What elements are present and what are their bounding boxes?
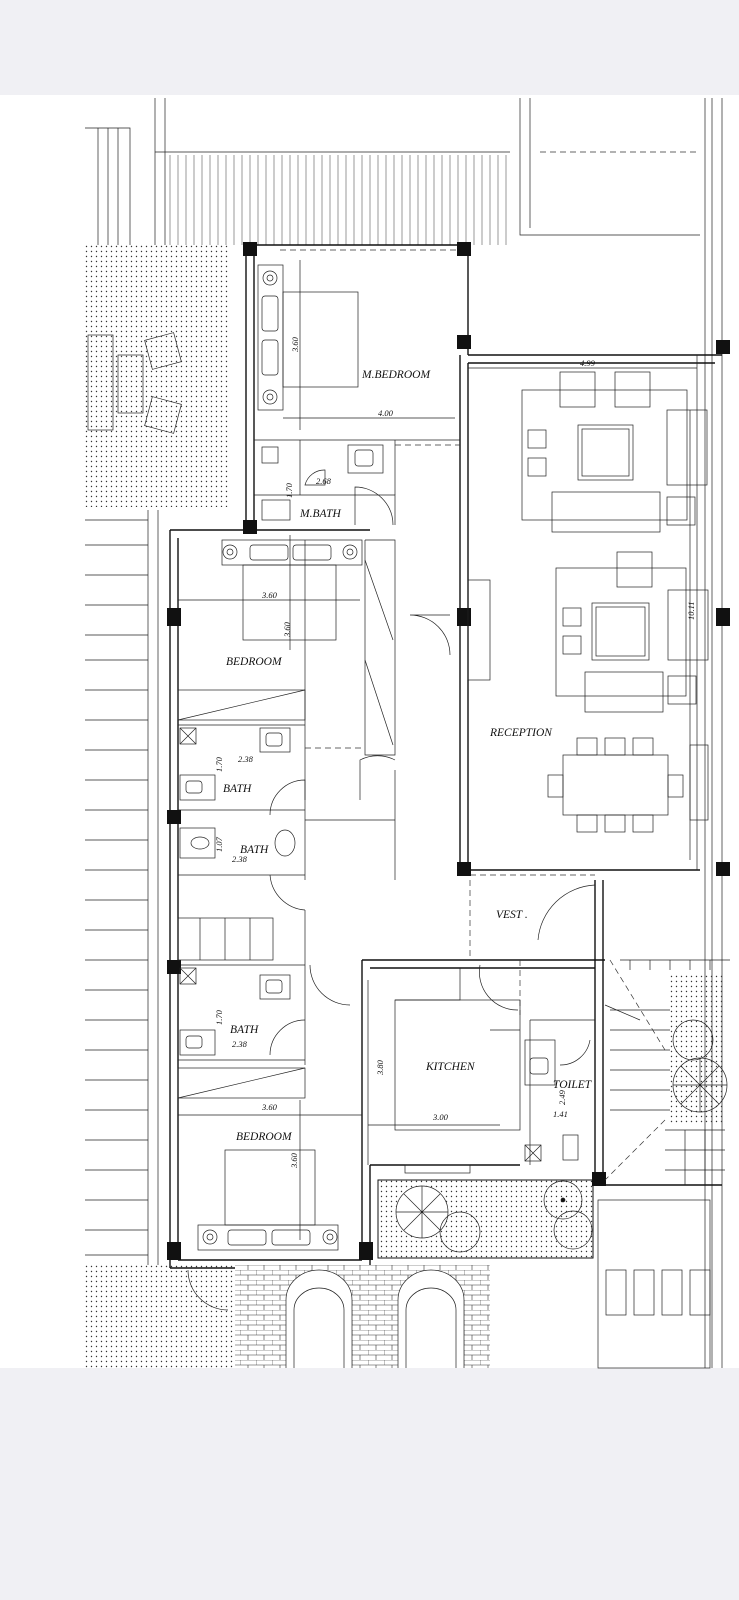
dim-m-bath-d: 1.70 [284,482,294,498]
room-label-bedroom-2: BEDROOM [236,1131,293,1143]
trees [395,1180,593,1253]
stair-planter [670,975,725,1125]
dim-bedroom1-width: 3.60 [261,590,278,600]
dim-bath1-d: 1.70 [214,756,224,772]
m-bedroom-furniture [257,260,455,521]
dim-kitchen-width: 3.00 [432,1112,449,1122]
dim-m-bath-w: 2.68 [316,476,332,486]
dim-bath3-w: 2.38 [232,1039,248,1049]
dim-m-bedroom-width: 4.00 [378,408,394,418]
room-label-m-bedroom: M.BEDROOM [361,369,431,381]
interior-walls [178,439,595,1165]
room-label-m-bath: M.BATH [299,508,341,520]
dim-reception-width: 4.99 [580,358,596,368]
outdoor-seating [87,332,182,434]
reception-furniture [467,355,709,870]
dim-bedroom2-depth: 3.60 [289,1152,299,1169]
room-label-reception: RECEPTION [489,727,553,739]
staircase [604,959,730,1185]
parked-cars [285,1269,465,1368]
kitchen-furniture [367,968,521,1174]
dim-toilet-w: 1.41 [553,1109,568,1119]
bedroom-1-furniture [177,535,394,746]
dim-kitchen-depth: 3.80 [375,1059,385,1076]
dim-bedroom1-depth: 3.60 [282,621,292,638]
terrace-top [85,245,228,507]
room-label-bath-3: BATH [230,1024,259,1036]
room-label-bath-2: BATH [240,844,269,856]
dim-bath2-w: 2.38 [232,854,248,864]
room-label-toilet: TOILET [553,1079,593,1091]
columns [167,242,730,1260]
terrace-bottom [85,1265,235,1368]
dim-toilet-d: 2.49 [557,1089,567,1105]
bath-fixtures [177,727,306,1099]
room-label-kitchen: KITCHEN [425,1061,476,1073]
right-annex [597,1199,711,1369]
toilet-fixtures [524,1039,579,1162]
bedroom-2-furniture [178,1100,362,1251]
room-label-bath-1: BATH [223,783,252,795]
dim-bath2-d: 1.07 [214,836,224,852]
door-swings [187,486,596,1311]
room-label-vest: VEST . [496,909,528,921]
room-label-bedroom-1: BEDROOM [226,656,283,668]
dim-bath3-d: 1.70 [214,1009,224,1025]
dim-reception-depth: 10.11 [686,602,696,621]
dim-m-bedroom-depth: 3.60 [290,336,300,353]
dim-bedroom2-width: 3.60 [261,1102,278,1112]
dim-bath1-w: 2.38 [238,754,254,764]
parking-stripes [85,510,159,1265]
